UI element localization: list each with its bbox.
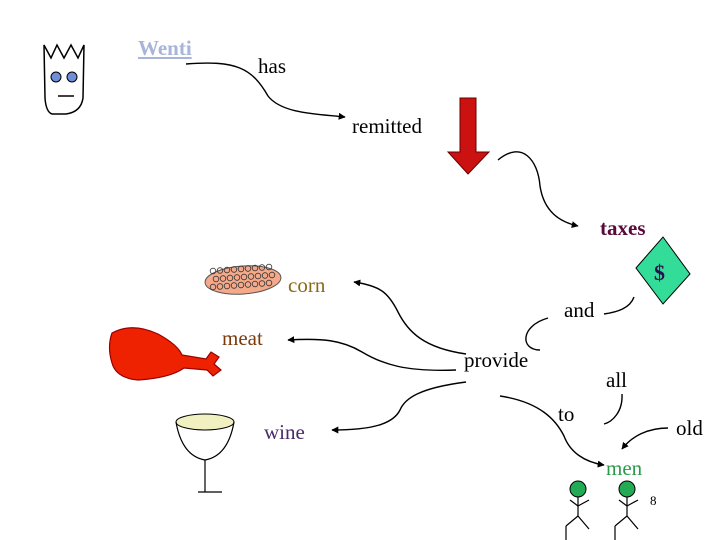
corn-kernel — [216, 283, 224, 290]
word-provide: provide — [464, 348, 529, 372]
corn-kernel — [209, 267, 217, 275]
corn-kernel — [261, 272, 269, 279]
dollar-symbol: $ — [654, 260, 665, 285]
arrow-wenti-to-has — [185, 62, 346, 120]
word-old: old — [676, 416, 703, 440]
arrow-old-to-men — [621, 427, 669, 450]
corn-kernel — [244, 265, 252, 272]
corn-cob-icon — [204, 263, 282, 295]
face-left-eye — [50, 71, 62, 83]
corn-kernel — [244, 281, 252, 288]
arrow-provide-to-wine — [331, 381, 467, 434]
corn-kernel — [247, 273, 255, 280]
corn-kernel — [209, 283, 217, 291]
corn-kernel — [254, 272, 262, 280]
corn-kernel — [265, 263, 273, 271]
arrow-dollar-to-and — [603, 296, 635, 315]
arrow-provide-to-men — [499, 395, 605, 468]
corn-kernel — [251, 280, 259, 288]
corn-kernel — [258, 280, 266, 287]
old-man-icon — [565, 480, 590, 540]
corn-kernel — [240, 273, 248, 281]
corn-kernel — [223, 266, 231, 274]
wine-cup-icon — [175, 413, 235, 493]
king-face-icon — [43, 43, 85, 115]
old-man-icon — [614, 480, 639, 540]
word-wine: wine — [264, 420, 305, 444]
corn-kernel — [251, 264, 259, 272]
corn-kernel — [226, 274, 234, 282]
word-has: has — [258, 54, 286, 78]
word-meat: meat — [222, 326, 263, 350]
corn-kernel — [230, 266, 238, 273]
word-wenti: Wenti — [138, 36, 192, 60]
dollar-tag-icon — [635, 236, 691, 305]
corn-kernel — [265, 279, 273, 287]
word-and: and — [564, 298, 595, 322]
drumstick-icon — [108, 327, 222, 381]
corn-kernel — [223, 282, 231, 290]
corn-kernel — [258, 264, 266, 271]
down-arrow-icon — [446, 97, 491, 175]
word-corn: corn — [288, 273, 326, 297]
word-taxes: taxes — [600, 216, 646, 240]
word-to: to — [558, 402, 575, 426]
word-all: all — [606, 368, 627, 392]
page-number: 8 — [650, 493, 657, 508]
corn-kernel — [230, 282, 238, 289]
corn-kernel — [237, 265, 245, 273]
word-men: men — [606, 456, 643, 480]
arrow-all-to-men — [603, 393, 623, 425]
corn-kernel — [216, 267, 224, 274]
corn-kernel — [237, 281, 245, 289]
arrow-provide-to-meat — [287, 336, 457, 372]
arrow-remitted-to-taxes — [497, 151, 579, 229]
corn-kernel — [233, 274, 241, 281]
corn-kernel — [268, 271, 276, 279]
corn-kernel — [219, 275, 227, 282]
corn-kernel — [212, 275, 220, 283]
arrow-provide-to-corn — [353, 279, 467, 355]
face-right-eye — [66, 71, 78, 83]
word-remitted: remitted — [352, 114, 422, 138]
arrow-and-to-provide — [525, 317, 549, 351]
